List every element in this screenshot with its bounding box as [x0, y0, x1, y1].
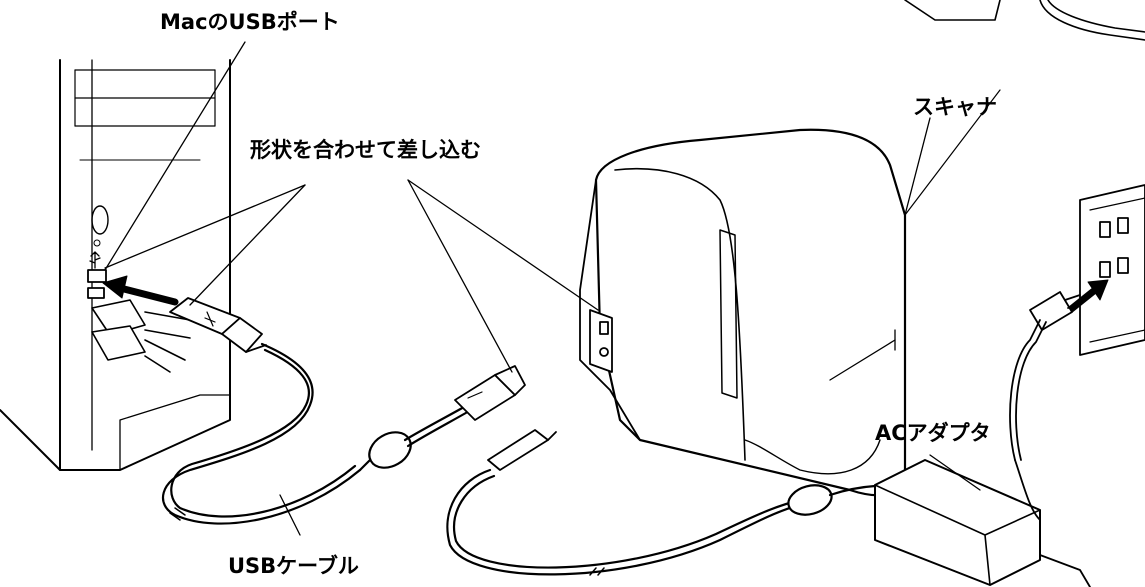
usb-port-icon	[87, 251, 107, 299]
dc-plug	[487, 429, 557, 471]
ac-plug	[1009, 291, 1083, 521]
power-cable	[446, 468, 877, 576]
scanner-label: スキャナ	[913, 95, 997, 119]
insert-note-label: 形状を合わせて差し込む	[250, 138, 481, 162]
usb-b-plug	[454, 365, 526, 421]
usb-port-label: MacのUSBポート	[160, 10, 340, 34]
mac-tower	[0, 59, 231, 471]
ac-adapter-label: ACアダプタ	[875, 421, 991, 445]
leader-lines	[104, 41, 981, 536]
usb-a-plug	[169, 297, 267, 353]
inset-figure-partial	[904, 0, 1145, 41]
scanner-body	[579, 89, 1001, 497]
wall-outlet	[1079, 184, 1145, 356]
usb-cable-label: USBケーブル	[228, 554, 359, 578]
insert-arrow-mac	[102, 275, 179, 306]
ac-adapter	[874, 459, 1091, 587]
scanner-ports	[589, 309, 613, 373]
usb-cable	[162, 342, 490, 525]
other-connectors	[91, 299, 191, 373]
